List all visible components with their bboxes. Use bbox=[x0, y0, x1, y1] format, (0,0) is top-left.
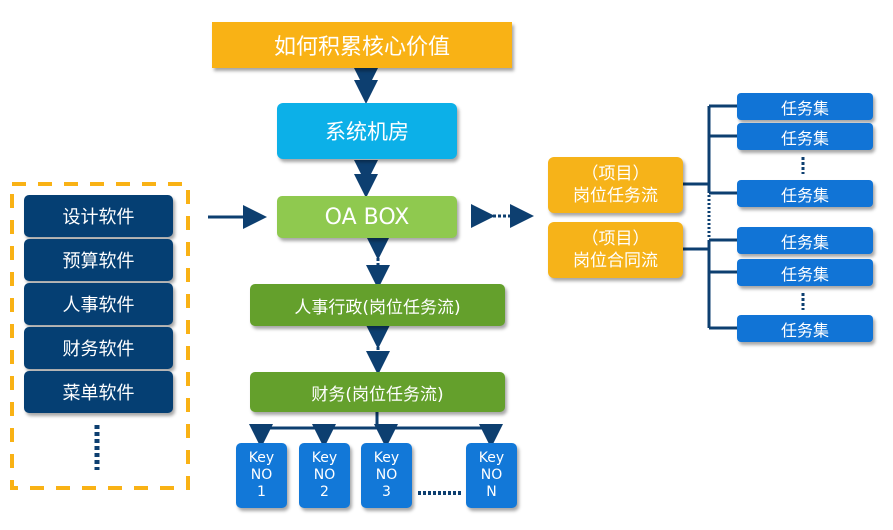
title-box: 如何积累核心价值 bbox=[212, 22, 512, 68]
finance-text: 财务(岗位任务流) bbox=[311, 384, 444, 405]
flow-label: （项目） bbox=[581, 164, 650, 184]
key-number: N bbox=[486, 484, 497, 500]
software-group-frame bbox=[10, 182, 190, 490]
hr-admin-box: 人事行政(岗位任务流) bbox=[250, 284, 505, 326]
software-label: 人事软件 bbox=[62, 295, 135, 316]
key-box: Key NO 3 bbox=[361, 443, 412, 508]
software-item: 预算软件 bbox=[24, 239, 173, 281]
key-label: NO bbox=[250, 467, 273, 483]
task-set-box: 任务集 bbox=[737, 123, 873, 150]
flow-label: 岗位任务流 bbox=[573, 186, 658, 206]
task-set-label: 任务集 bbox=[780, 128, 829, 148]
key-label: NO bbox=[375, 467, 398, 483]
server-room-box: 系统机房 bbox=[277, 103, 457, 159]
key-label: Key bbox=[478, 450, 505, 466]
task-set-box: 任务集 bbox=[737, 315, 873, 342]
task-set-label: 任务集 bbox=[780, 264, 829, 284]
flow-label: 岗位合同流 bbox=[573, 251, 658, 271]
title-text: 如何积累核心价值 bbox=[273, 35, 450, 60]
key-label: NO bbox=[480, 467, 503, 483]
software-item: 人事软件 bbox=[24, 283, 173, 325]
task-set-label: 任务集 bbox=[780, 232, 829, 252]
key-number: 3 bbox=[382, 484, 391, 500]
task-set-box: 任务集 bbox=[737, 180, 873, 207]
key-box: Key NO 1 bbox=[236, 443, 287, 508]
flow-label: （项目） bbox=[581, 229, 650, 249]
software-label: 预算软件 bbox=[62, 251, 135, 272]
software-label: 菜单软件 bbox=[62, 383, 135, 404]
key-label: Key bbox=[248, 450, 275, 466]
software-item: 设计软件 bbox=[24, 195, 173, 237]
software-label: 财务软件 bbox=[62, 339, 135, 360]
finance-box: 财务(岗位任务流) bbox=[250, 372, 505, 412]
key-number: 1 bbox=[257, 484, 266, 500]
key-box: Key NO N bbox=[466, 443, 517, 508]
hr-admin-text: 人事行政(岗位任务流) bbox=[294, 297, 461, 318]
key-label: NO bbox=[313, 467, 336, 483]
software-label: 设计软件 bbox=[62, 207, 135, 228]
task-set-box: 任务集 bbox=[737, 227, 873, 254]
project-contract-flow-box: （项目） 岗位合同流 bbox=[548, 222, 683, 278]
task-set-box: 任务集 bbox=[737, 259, 873, 286]
software-item: 菜单软件 bbox=[24, 371, 173, 413]
server-room-text: 系统机房 bbox=[325, 120, 409, 144]
project-task-flow-box: （项目） 岗位任务流 bbox=[548, 157, 683, 213]
key-number: 2 bbox=[320, 484, 329, 500]
task-set-label: 任务集 bbox=[780, 185, 829, 205]
software-item: 财务软件 bbox=[24, 327, 173, 369]
task-set-label: 任务集 bbox=[780, 98, 829, 118]
key-label: Key bbox=[311, 450, 338, 466]
task-set-box: 任务集 bbox=[737, 93, 873, 120]
oa-box-text: OA BOX bbox=[324, 204, 410, 230]
key-label: Key bbox=[373, 450, 400, 466]
task-set-label: 任务集 bbox=[780, 320, 829, 340]
key-box: Key NO 2 bbox=[299, 443, 350, 508]
oa-box: OA BOX bbox=[277, 196, 457, 238]
